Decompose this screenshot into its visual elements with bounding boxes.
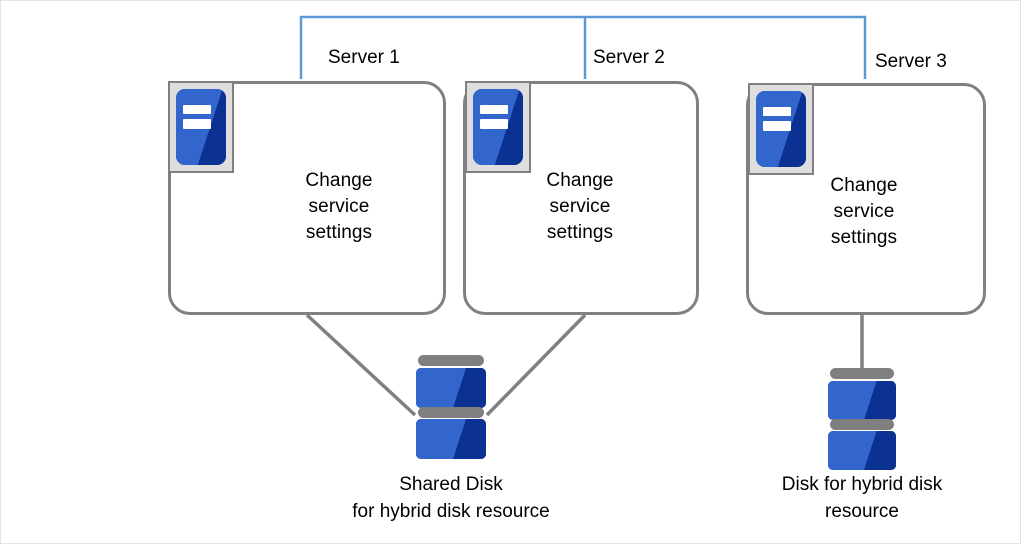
server-body-text-1: Change service settings <box>305 170 373 243</box>
shared-disk-icon <box>416 355 486 459</box>
cluster-bracket <box>299 15 867 79</box>
disk-block-gloss <box>828 381 896 420</box>
server-icon-3 <box>748 83 814 175</box>
server-label-3: Server 3 <box>875 51 947 72</box>
server-body-text-3: Change service settings <box>830 175 898 248</box>
server-icon-2 <box>465 81 531 173</box>
disk-block-bottom <box>828 431 896 470</box>
server-icon-bar-bottom <box>763 121 791 131</box>
disk-block-gloss <box>416 368 486 408</box>
disk-platter-middle <box>830 419 894 430</box>
server-icon-bar-bottom <box>480 119 508 129</box>
server-icon-bar-bottom <box>183 119 211 129</box>
server-body-text-2: Change service settings <box>546 170 614 243</box>
shared-disk-caption: Shared Disk for hybrid disk resource <box>352 474 550 522</box>
connector-shared-disk <box>305 313 587 417</box>
disk-block-bottom <box>416 419 486 459</box>
disk-block-gloss <box>416 419 486 459</box>
disk-block-top <box>828 381 896 420</box>
disk-block-gloss <box>828 431 896 470</box>
disk-platter-middle <box>418 407 484 418</box>
server-icon-chassis <box>756 91 806 167</box>
server-icon-chassis <box>176 89 226 165</box>
local-disk-icon <box>828 368 896 470</box>
disk-platter-top <box>418 355 484 366</box>
server-label-1: Server 1 <box>328 47 400 68</box>
server-icon-chassis <box>473 89 523 165</box>
disk-block-top <box>416 368 486 408</box>
server-icon-1 <box>168 81 234 173</box>
local-disk-caption: Disk for hybrid disk resource <box>781 474 943 522</box>
server-icon-bar-top <box>183 104 211 115</box>
disk-platter-top <box>830 368 894 379</box>
server-icon-bar-top <box>480 104 508 115</box>
server-label-2: Server 2 <box>593 47 665 68</box>
server-icon-bar-top <box>763 106 791 117</box>
